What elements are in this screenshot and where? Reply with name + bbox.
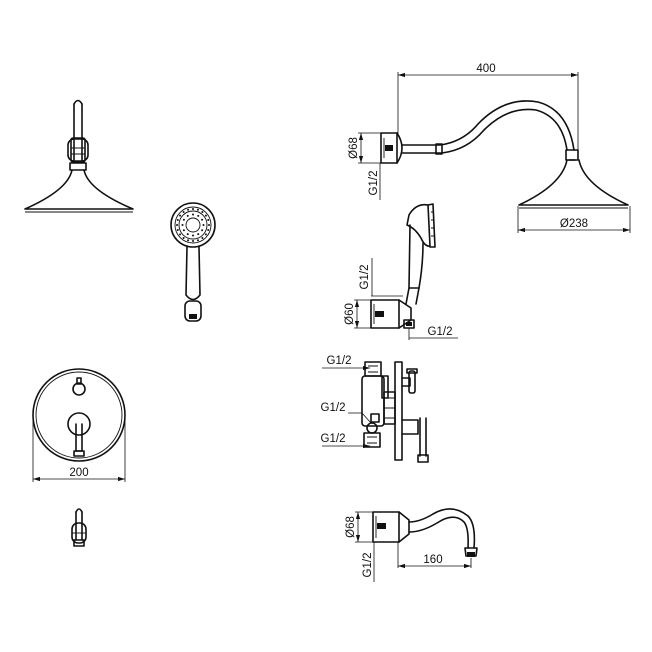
spray-nozzle-dot <box>192 234 194 237</box>
arm-flange-dia-label: Ø68 <box>348 137 360 159</box>
spray-nozzle-dot <box>179 233 182 236</box>
front-view-shower-head <box>24 99 134 213</box>
spray-nozzle-dot <box>182 236 185 239</box>
side-view-hand-shower-elbow: G1/2 Ø60 G1/2 <box>344 203 458 340</box>
spray-nozzle-dot <box>201 211 204 214</box>
spray-nozzle-dot <box>196 239 199 242</box>
spout-length-label: 160 <box>423 554 442 566</box>
front-view-spout <box>71 508 87 547</box>
spray-nozzle-dot <box>186 233 189 236</box>
spray-nozzle-dot <box>207 219 210 222</box>
hand-thread-top-label: G1/2 <box>359 265 371 290</box>
spray-nozzle-dot <box>182 229 185 232</box>
spray-nozzle-dot <box>182 218 185 221</box>
spout-thread-label: G1/2 <box>362 553 374 578</box>
valve-bottom-thread-label: G1/2 <box>321 433 346 445</box>
spray-nozzle-dot <box>187 208 190 211</box>
spray-nozzle-dot <box>176 228 179 231</box>
spray-nozzle-dot <box>208 224 210 226</box>
spray-nozzle-dot <box>204 233 207 236</box>
plate-width-label: 200 <box>69 467 88 479</box>
spray-nozzle-dot <box>197 214 200 217</box>
spray-nozzle-dot <box>176 224 178 226</box>
front-view-mixer-plate: 200 <box>32 368 126 482</box>
spout-flange-dia-label: Ø68 <box>345 516 357 538</box>
side-view-shower-arm: 400 Ø68 G1/2 Ø238 <box>348 63 631 233</box>
spray-nozzle-dot <box>201 218 204 221</box>
spray-nozzle-dot <box>182 211 185 214</box>
spray-nozzle-dot <box>192 208 194 210</box>
spray-nozzle-dot <box>187 239 190 242</box>
hand-outlet-thread-label: G1/2 <box>428 326 453 338</box>
spray-nozzle-dot <box>201 236 204 239</box>
arm-thread-label: G1/2 <box>368 171 380 196</box>
spray-nozzle-dot <box>196 208 199 211</box>
head-dia-label: Ø238 <box>560 218 588 230</box>
hand-flange-dia-label: Ø60 <box>344 303 356 325</box>
spray-nozzle-dot <box>176 219 179 222</box>
spray-nozzle-dot <box>197 233 200 236</box>
spray-nozzle-dot <box>192 213 194 216</box>
spray-nozzle-dot <box>207 228 210 231</box>
side-view-bath-spout: Ø68 G1/2 160 <box>345 508 478 582</box>
spray-nozzle-dot <box>181 224 184 226</box>
spray-nozzle-dot <box>179 214 182 217</box>
front-view-hand-shower <box>170 202 216 322</box>
side-view-mixer-body: G1/2 G1/2 G1/2 <box>321 355 429 463</box>
valve-top-thread-label: G1/2 <box>327 355 352 367</box>
spray-nozzle-dot <box>202 224 205 226</box>
arm-length-label: 400 <box>476 63 495 75</box>
spray-nozzle-dot <box>204 214 207 217</box>
spray-nozzle-dot <box>186 214 189 217</box>
spray-nozzle-dot <box>201 229 204 232</box>
spray-nozzle-dot <box>192 240 194 242</box>
valve-mid-thread-label: G1/2 <box>321 402 346 414</box>
